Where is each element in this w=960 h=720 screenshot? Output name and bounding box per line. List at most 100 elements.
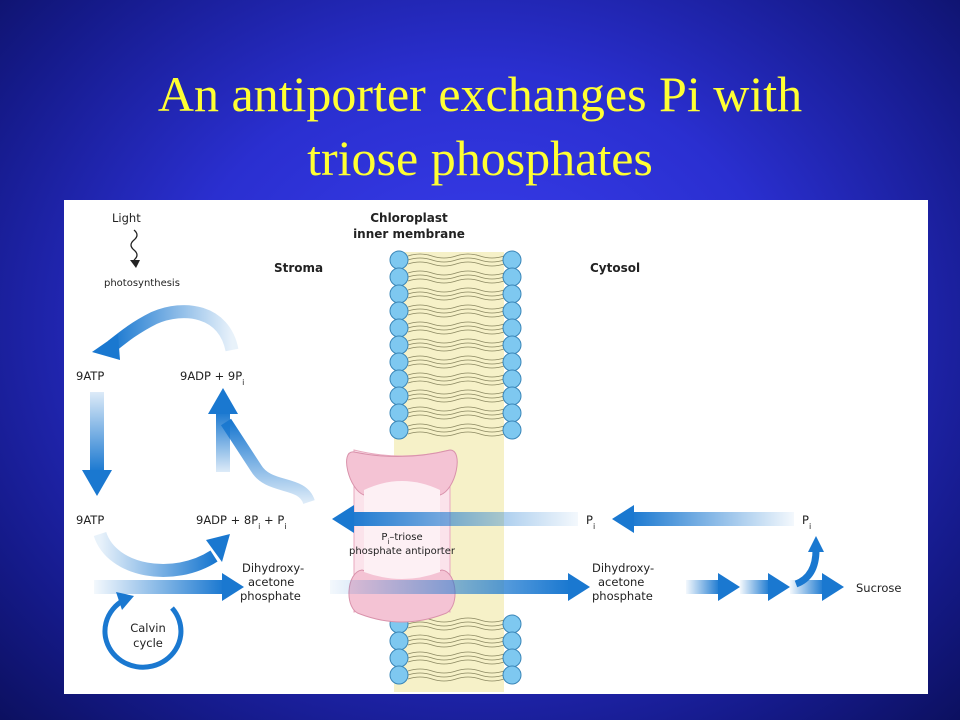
- membrane-label-2: inner membrane: [353, 227, 465, 241]
- lipid-tail: [407, 363, 505, 369]
- lipid-tail: [407, 423, 505, 429]
- lipid-head: [502, 665, 522, 685]
- lipid-tail: [407, 625, 505, 631]
- light-arrowhead-icon: [130, 260, 140, 268]
- title-line-1: An antiporter exchanges Pi with: [157, 66, 803, 122]
- bottom-arc-arrowhead-icon: [206, 534, 230, 562]
- lipid-head: [389, 301, 409, 321]
- lipid-tail: [407, 655, 505, 661]
- lipid-head: [389, 284, 409, 304]
- lipid-tail: [407, 427, 505, 433]
- lipid-tail: [407, 270, 505, 276]
- lipid-tail: [407, 329, 505, 335]
- dhap-left-3: phosphate: [240, 589, 301, 603]
- top-arc-arrowhead-icon: [92, 334, 120, 360]
- lipid-tail: [407, 253, 505, 259]
- sucrose-label: Sucrose: [856, 581, 902, 595]
- lipid-head: [502, 420, 522, 440]
- dhap-right-1: Dihydroxy-: [592, 561, 654, 575]
- lipid-tail: [407, 338, 505, 344]
- lipid-head: [389, 648, 409, 668]
- pi-cytosol-left-label: Pi: [586, 513, 595, 531]
- bottom-arc-arrow: [93, 531, 218, 577]
- lipid-tail: [407, 278, 505, 284]
- lipid-tail: [407, 431, 505, 437]
- sucrose-step-1-arrowhead-icon: [718, 573, 740, 601]
- lipid-tail: [407, 295, 505, 301]
- membrane-label-1: Chloroplast: [370, 211, 448, 225]
- lipid-tail: [407, 321, 505, 327]
- dhap-right-3: phosphate: [592, 589, 653, 603]
- pi-import-arrow: [346, 512, 578, 526]
- lipid-tail: [407, 668, 505, 674]
- sucrose-step-3-arrowhead-icon: [822, 573, 844, 601]
- light-wave-icon: [130, 229, 138, 261]
- atp-mid-label: 9ATP: [76, 513, 104, 527]
- title-line-2: triose phosphates: [307, 130, 653, 186]
- triose-flow-arrow: [94, 580, 224, 594]
- lipid-head: [502, 648, 522, 668]
- slide-title: An antiporter exchanges Pi with triose p…: [0, 62, 960, 190]
- diagram-svg: Light photosynthesis Stroma Chloroplast …: [76, 211, 902, 692]
- recycle-up-curve: [220, 418, 315, 505]
- lipid-head: [502, 352, 522, 372]
- lipid-tail: [407, 389, 505, 395]
- lipid-head: [389, 386, 409, 406]
- calvin-cycle-icon: [102, 592, 184, 670]
- lipid-tail: [407, 672, 505, 678]
- lipid-tail: [407, 621, 505, 627]
- lipid-tail: [407, 261, 505, 267]
- dhap-left-1: Dihydroxy-: [242, 561, 304, 575]
- pi-cytosol-arrow: [630, 512, 794, 526]
- lipid-tail: [407, 406, 505, 412]
- lipid-tail: [407, 287, 505, 293]
- lipid-tail: [407, 410, 505, 416]
- lipid-tail: [407, 380, 505, 386]
- lipid-head: [389, 267, 409, 287]
- antiporter-protein: [346, 449, 458, 623]
- lipid-tail: [407, 304, 505, 310]
- triose-flow-arrowhead-icon: [222, 573, 244, 601]
- lipid-head: [389, 318, 409, 338]
- lipid-head: [502, 267, 522, 287]
- lipid-tail: [407, 355, 505, 361]
- lipid-head: [389, 369, 409, 389]
- lipid-head: [502, 335, 522, 355]
- lipid-head: [389, 420, 409, 440]
- sucrose-step-2: [740, 580, 770, 594]
- recycle-up-arrowhead-icon: [208, 388, 238, 414]
- lipid-tail: [407, 414, 505, 420]
- triose-export-arrowhead-icon: [568, 573, 590, 601]
- lipid-head: [389, 631, 409, 651]
- lipid-tail: [407, 642, 505, 648]
- left-down-arrowhead-icon: [82, 470, 112, 496]
- pi-import-arrowhead-icon: [332, 505, 354, 533]
- adp-mid-label: 9ADP + 8Pi + Pi: [196, 513, 287, 531]
- lipid-tail: [407, 346, 505, 352]
- lipid-head: [389, 665, 409, 685]
- antiporter-figure: Light photosynthesis Stroma Chloroplast …: [64, 200, 928, 694]
- lipid-tail: [407, 393, 505, 399]
- lipid-tail: [407, 376, 505, 382]
- lipid-tail: [407, 291, 505, 297]
- lipid-tail: [407, 257, 505, 263]
- photosynthesis-label: photosynthesis: [104, 278, 180, 289]
- lipid-tail: [407, 342, 505, 348]
- lipid-head: [389, 352, 409, 372]
- lipid-tail: [407, 308, 505, 314]
- calvin-label-1: Calvin: [130, 621, 166, 635]
- lipid-head: [502, 284, 522, 304]
- lipid-tail: [407, 325, 505, 331]
- lipid-tail: [407, 659, 505, 665]
- lipid-tail: [407, 397, 505, 403]
- lipid-tail: [407, 651, 505, 657]
- recycle-up-arrow: [216, 412, 230, 472]
- dhap-right-2: acetone: [598, 575, 644, 589]
- lipid-tail: [407, 372, 505, 378]
- atp-top-label: 9ATP: [76, 369, 104, 383]
- lipid-head: [502, 301, 522, 321]
- pi-cytosol-right-label: Pi: [802, 513, 811, 531]
- sucrose-step-2-arrowhead-icon: [768, 573, 790, 601]
- top-arc-arrow: [107, 305, 239, 352]
- lipid-head: [389, 403, 409, 423]
